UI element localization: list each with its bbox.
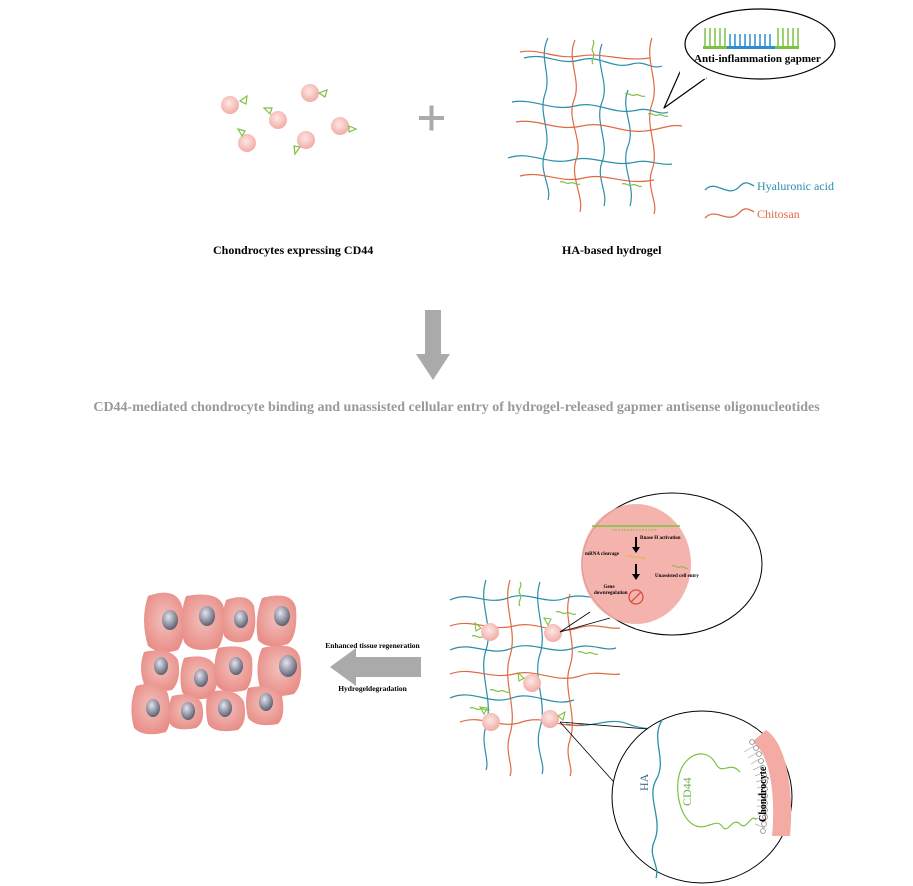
tissue-cell	[180, 656, 218, 700]
gapmer-strand	[671, 565, 689, 569]
chondrocyte-cell	[542, 617, 562, 642]
prohibited-icon	[628, 589, 644, 605]
tissue-cell	[206, 690, 246, 732]
legend-chitosan-line	[704, 208, 755, 219]
tissue-cell	[222, 597, 256, 643]
gene-downregulation-label: Gene downregulation	[594, 585, 628, 596]
gapmer-structure	[703, 28, 799, 49]
regenerated-tissue	[131, 592, 302, 735]
hydrogel-degradation-label: Hydrogeldegradation	[338, 684, 407, 693]
tissue-cell	[168, 694, 204, 730]
gel-cells	[474, 617, 566, 731]
legend	[704, 182, 755, 219]
gapmer-strand	[559, 39, 669, 188]
legend-ha-line	[704, 182, 755, 192]
ha-inset-label: HA	[637, 773, 651, 791]
lipid-tails	[743, 745, 768, 829]
chondrocyte-cell	[236, 128, 256, 152]
chondrocyte-cell	[541, 710, 566, 728]
gapmer-label: Anti-inflammation gapmer	[694, 53, 821, 65]
cell-membrane	[752, 730, 792, 836]
down-arrow-small	[632, 537, 640, 553]
chondrocyte-cell	[262, 107, 287, 129]
tissue-cell	[181, 594, 225, 650]
unassisted-entry-label: Unassisted cell entry	[655, 574, 699, 579]
tissue-cell	[214, 646, 253, 692]
plus-icon	[419, 105, 444, 131]
chondrocyte-cell	[474, 621, 499, 641]
chondrocyte-cell	[221, 94, 248, 114]
tissue-cell	[131, 683, 171, 735]
lipid-bilayer	[749, 739, 768, 834]
legend-ha-label: Hyaluronic acid	[757, 179, 834, 193]
left-arrow	[330, 648, 421, 686]
cd44-receptor	[677, 753, 757, 830]
cleaved-mrna	[625, 555, 647, 559]
chondrocyte-cell	[478, 706, 500, 731]
tissue-cell	[257, 645, 302, 696]
process-title: CD44-mediated chondrocyte binding and un…	[93, 400, 820, 415]
enhanced-regeneration-label: Enhanced tissue regeneration	[325, 641, 420, 650]
tissue-cell	[144, 592, 185, 653]
chondrocyte-cell	[331, 117, 358, 135]
legend-chitosan-label: Chitosan	[757, 207, 800, 221]
tissue-cell	[256, 595, 297, 647]
mrna-cleavage-label: mRNA cleavage	[585, 552, 620, 557]
cd44-label: CD44	[680, 777, 694, 806]
rnase-label: Rnase H activation	[640, 536, 681, 541]
tissue-cell	[141, 650, 180, 692]
mechanism-inset	[581, 492, 763, 636]
down-arrow-small	[632, 564, 640, 580]
gapmer-callout	[663, 8, 836, 109]
ha-chain	[651, 719, 663, 879]
chondrocyte-inset-label: Chondrocyte	[758, 766, 769, 822]
chondrocyte-cell	[301, 84, 328, 102]
hydrogel-network	[507, 37, 683, 215]
tissue-cell	[246, 686, 284, 726]
hydrogel-with-cells	[449, 579, 681, 777]
chondrocytes-label: Chondrocytes expressing CD44	[213, 243, 374, 257]
gapmer-strand	[469, 581, 599, 712]
chondrocyte-cell	[293, 131, 315, 156]
down-arrow	[416, 310, 450, 380]
chondrocyte-cell	[517, 671, 541, 692]
mrna-duplex	[592, 525, 680, 531]
binding-inset	[611, 710, 793, 884]
free-chondrocytes	[221, 84, 358, 156]
hydrogel-label: HA-based hydrogel	[562, 243, 662, 257]
